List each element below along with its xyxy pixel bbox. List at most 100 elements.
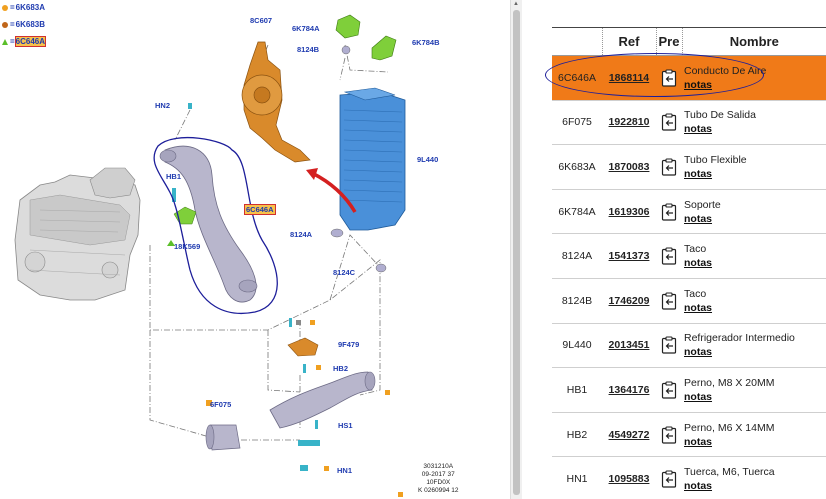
- part-ref-link[interactable]: 1619306: [602, 189, 656, 235]
- notes-link[interactable]: notas: [684, 123, 713, 136]
- table-row[interactable]: 6K784A 1619306 Soporte notas: [552, 189, 826, 235]
- scroll-up-icon[interactable]: ▲: [513, 1, 519, 7]
- table-row[interactable]: 8124B 1746209 Taco notas: [552, 278, 826, 324]
- clipboard-arrow-icon[interactable]: [661, 381, 677, 399]
- callout-HN2[interactable]: HN2: [155, 101, 171, 110]
- callout-8124C[interactable]: 8124C: [333, 268, 356, 277]
- table-row[interactable]: 6K683A 1870083 Tubo Flexible notas: [552, 144, 826, 190]
- notes-link[interactable]: notas: [684, 346, 713, 359]
- pre-cell[interactable]: [656, 367, 682, 413]
- callout-9L440[interactable]: 9L440: [417, 155, 439, 164]
- pre-cell[interactable]: [656, 278, 682, 324]
- notes-link[interactable]: notas: [684, 301, 713, 314]
- pre-cell[interactable]: [656, 233, 682, 279]
- part-ref-link[interactable]: 1541373: [602, 233, 656, 279]
- notes-link[interactable]: notas: [684, 212, 713, 225]
- flow-arrow: [311, 171, 357, 213]
- clipboard-arrow-icon[interactable]: [661, 425, 677, 444]
- part-ref-link[interactable]: 1364176: [602, 367, 656, 413]
- pre-cell[interactable]: [656, 189, 682, 235]
- table-row[interactable]: 8124A 1541373 Taco notas: [552, 233, 826, 279]
- diagram-drawing: [14, 14, 406, 497]
- part-name: Tubo De Salida: [684, 109, 756, 122]
- notes-link[interactable]: notas: [684, 257, 713, 270]
- table-row-selected[interactable]: 6C646A 1868114 Conducto De Aire notas: [552, 55, 826, 101]
- intercooler-9L440: [339, 87, 406, 231]
- part-name-cell: Taco notas: [682, 278, 826, 324]
- callout-6C646A[interactable]: 6C646A: [244, 204, 276, 215]
- part-name-cell: Conducto De Aire notas: [682, 55, 826, 101]
- part-name: Perno, M6 X 14MM: [684, 421, 775, 434]
- clipboard-arrow-icon[interactable]: [661, 203, 677, 221]
- header-pre[interactable]: Pre: [655, 27, 682, 56]
- part-name: Tubo Flexible: [684, 153, 747, 166]
- notes-link[interactable]: notas: [684, 78, 713, 91]
- grommet-8124B: [341, 45, 351, 55]
- bracket-6K784A: [335, 14, 361, 39]
- outlet-pipe-6F075: [205, 371, 376, 451]
- part-code: HB1: [552, 367, 602, 413]
- callout-6K784B[interactable]: 6K784B: [412, 38, 440, 47]
- table-row[interactable]: HB1 1364176 Perno, M8 X 20MM notas: [552, 367, 826, 413]
- part-code: 8124A: [552, 233, 602, 279]
- part-name-cell: Soporte notas: [682, 189, 826, 235]
- pre-cell[interactable]: [656, 144, 682, 190]
- callout-HN1[interactable]: HN1: [337, 466, 353, 475]
- grommet-8124A: [330, 228, 344, 238]
- pre-cell[interactable]: [656, 412, 682, 458]
- callout-9F479[interactable]: 9F479: [338, 340, 360, 349]
- engine-block: [14, 167, 141, 301]
- part-name-cell: Tuerca, M6, Tuerca notas: [682, 456, 826, 499]
- part-code: HB2: [552, 412, 602, 458]
- clipboard-arrow-icon[interactable]: [661, 247, 677, 265]
- part-ref-link[interactable]: 1868114: [602, 55, 656, 101]
- callout-8C607[interactable]: 8C607: [250, 16, 273, 25]
- pre-cell[interactable]: [656, 100, 682, 146]
- table-header-row: Ref Pre Nombre: [552, 27, 826, 56]
- callout-6K784A[interactable]: 6K784A: [292, 24, 320, 33]
- callout-HB1[interactable]: HB1: [166, 172, 182, 181]
- scrollbar-thumb[interactable]: [513, 10, 520, 495]
- header-name[interactable]: Nombre: [681, 27, 826, 56]
- part-code: 8124B: [552, 278, 602, 324]
- notes-link[interactable]: notas: [684, 167, 713, 180]
- part-ref-link[interactable]: 1870083: [602, 144, 656, 190]
- grommet-8124C: [375, 263, 387, 273]
- clipboard-arrow-icon[interactable]: [661, 69, 677, 87]
- table-row[interactable]: 9L440 2013451 Refrigerador Intermedio no…: [552, 323, 826, 369]
- pre-cell[interactable]: [656, 323, 682, 369]
- callout-HS1[interactable]: HS1: [338, 421, 353, 430]
- clipboard-arrow-icon[interactable]: [661, 336, 677, 354]
- callout-18K569[interactable]: 18K569: [174, 242, 201, 251]
- clipboard-arrow-icon[interactable]: [661, 470, 677, 488]
- table-row[interactable]: HN1 1095883 Tuerca, M6, Tuerca notas: [552, 456, 826, 499]
- pre-cell[interactable]: [656, 456, 682, 499]
- part-name: Taco: [684, 287, 707, 300]
- pre-cell[interactable]: [656, 55, 682, 101]
- callout-8124A[interactable]: 8124A: [290, 230, 313, 239]
- part-ref-link[interactable]: 1746209: [602, 278, 656, 324]
- part-code: 6C646A: [552, 55, 602, 101]
- part-name-cell: Tubo De Salida notas: [682, 100, 826, 146]
- parts-table: Ref Pre Nombre 6C646A 1868114 Conducto D…: [552, 27, 826, 499]
- part-ref-link[interactable]: 1095883: [602, 456, 656, 499]
- notes-link[interactable]: notas: [684, 480, 713, 493]
- clipboard-arrow-icon[interactable]: [661, 113, 677, 131]
- part-ref-link[interactable]: 1922810: [602, 100, 656, 146]
- clipboard-arrow-icon[interactable]: [661, 158, 677, 176]
- callout-HB2[interactable]: HB2: [333, 364, 349, 373]
- part-ref-link[interactable]: 2013451: [602, 323, 656, 369]
- annotation-circle: [153, 136, 278, 314]
- header-ref[interactable]: Ref: [601, 27, 656, 56]
- callout-8124B[interactable]: 8124B: [297, 45, 320, 54]
- clipboard-arrow-icon[interactable]: [661, 292, 677, 310]
- part-ref-link[interactable]: 4549272: [602, 412, 656, 458]
- exploded-parts-diagram[interactable]: =6K683A =6K683B =6C646A 8C607 6K784A 812…: [0, 0, 510, 499]
- table-row[interactable]: 6F075 1922810 Tubo De Salida notas: [552, 100, 826, 146]
- header-code[interactable]: [552, 27, 602, 56]
- notes-link[interactable]: notas: [684, 390, 713, 403]
- table-row[interactable]: HB2 4549272 Perno, M6 X 14MM notas: [552, 412, 826, 458]
- notes-link[interactable]: notas: [684, 435, 713, 448]
- callout-6F075[interactable]: 6F075: [210, 400, 232, 409]
- diagram-scrollbar[interactable]: ▲: [510, 0, 522, 499]
